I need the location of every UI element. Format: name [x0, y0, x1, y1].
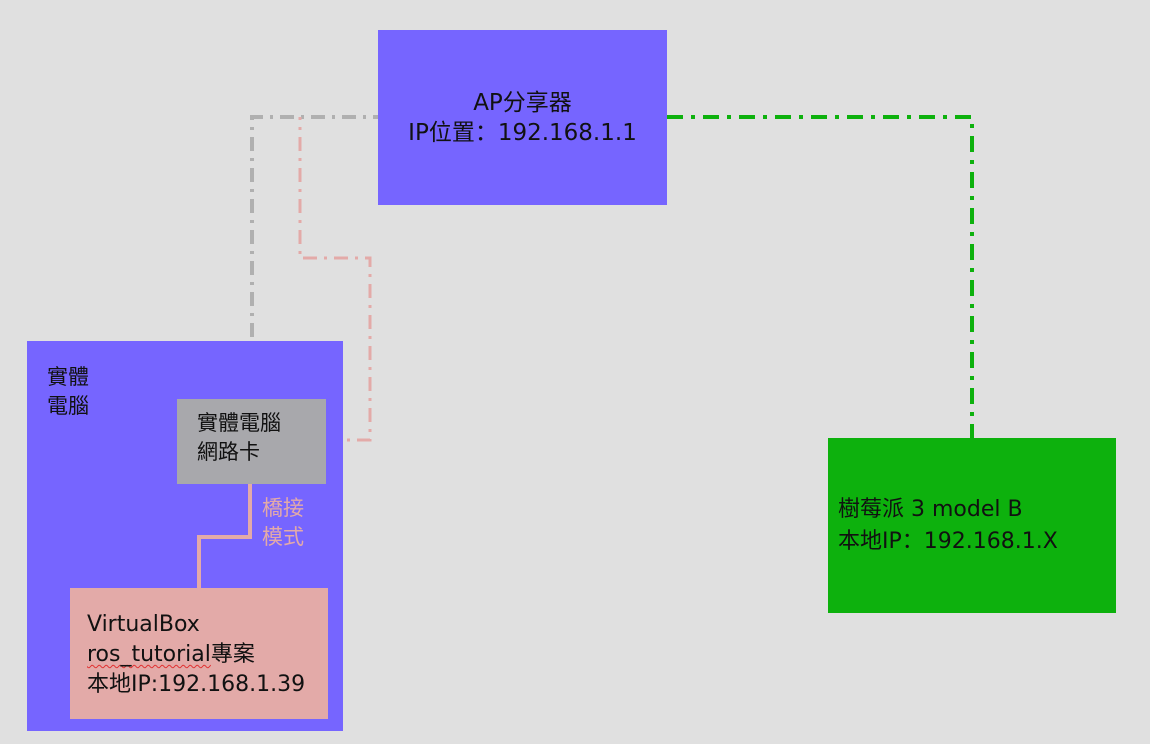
vm-project-name: ros_tutorial: [87, 642, 211, 667]
raspberry-pi-label: 樹莓派 3 model B 本地IP：192.168.1.X: [838, 494, 1058, 558]
ap-router-label: AP分享器 IP位置：192.168.1.1: [378, 88, 667, 148]
vm-name: VirtualBox: [87, 612, 200, 637]
bridge-mode-label-line1: 橋接: [262, 496, 304, 520]
raspberry-pi-node: 樹莓派 3 model B 本地IP：192.168.1.X: [828, 438, 1116, 613]
ap-router-node: AP分享器 IP位置：192.168.1.1: [378, 30, 667, 205]
bridge-mode-label-line2: 模式: [262, 525, 304, 549]
physical-nic-label: 實體電腦 網路卡: [197, 409, 281, 467]
vm-project: ros_tutorial專案: [87, 640, 305, 670]
physical-nic-node: 實體電腦 網路卡: [177, 399, 326, 484]
raspberry-pi-ip: 本地IP：192.168.1.X: [838, 529, 1058, 554]
link-ap-to-rpi-green: [667, 115, 974, 438]
physical-nic-label-line1: 實體電腦: [197, 411, 281, 435]
bridge-mode-label: 橋接 模式: [262, 494, 304, 552]
vm-local-ip: 本地IP:192.168.1.39: [87, 672, 306, 697]
physical-pc-label: 實體 電腦: [47, 363, 89, 421]
physical-nic-label-line2: 網路卡: [197, 440, 260, 464]
virtualbox-vm-label: VirtualBox ros_tutorial專案 本地IP:192.168.1…: [87, 610, 305, 700]
vm-project-suffix: 專案: [210, 642, 255, 667]
virtualbox-vm-node: VirtualBox ros_tutorial專案 本地IP:192.168.1…: [70, 588, 328, 719]
ap-router-title: AP分享器: [473, 90, 572, 116]
link-nic-to-ap-gray: [250, 115, 378, 399]
link-nic-to-ap-pink: [298, 117, 372, 442]
physical-pc-label-line2: 電腦: [47, 394, 89, 418]
ap-router-ip: IP位置：192.168.1.1: [408, 120, 637, 146]
physical-pc-label-line1: 實體: [47, 365, 89, 389]
raspberry-pi-model: 樹莓派 3 model B: [838, 497, 1023, 522]
